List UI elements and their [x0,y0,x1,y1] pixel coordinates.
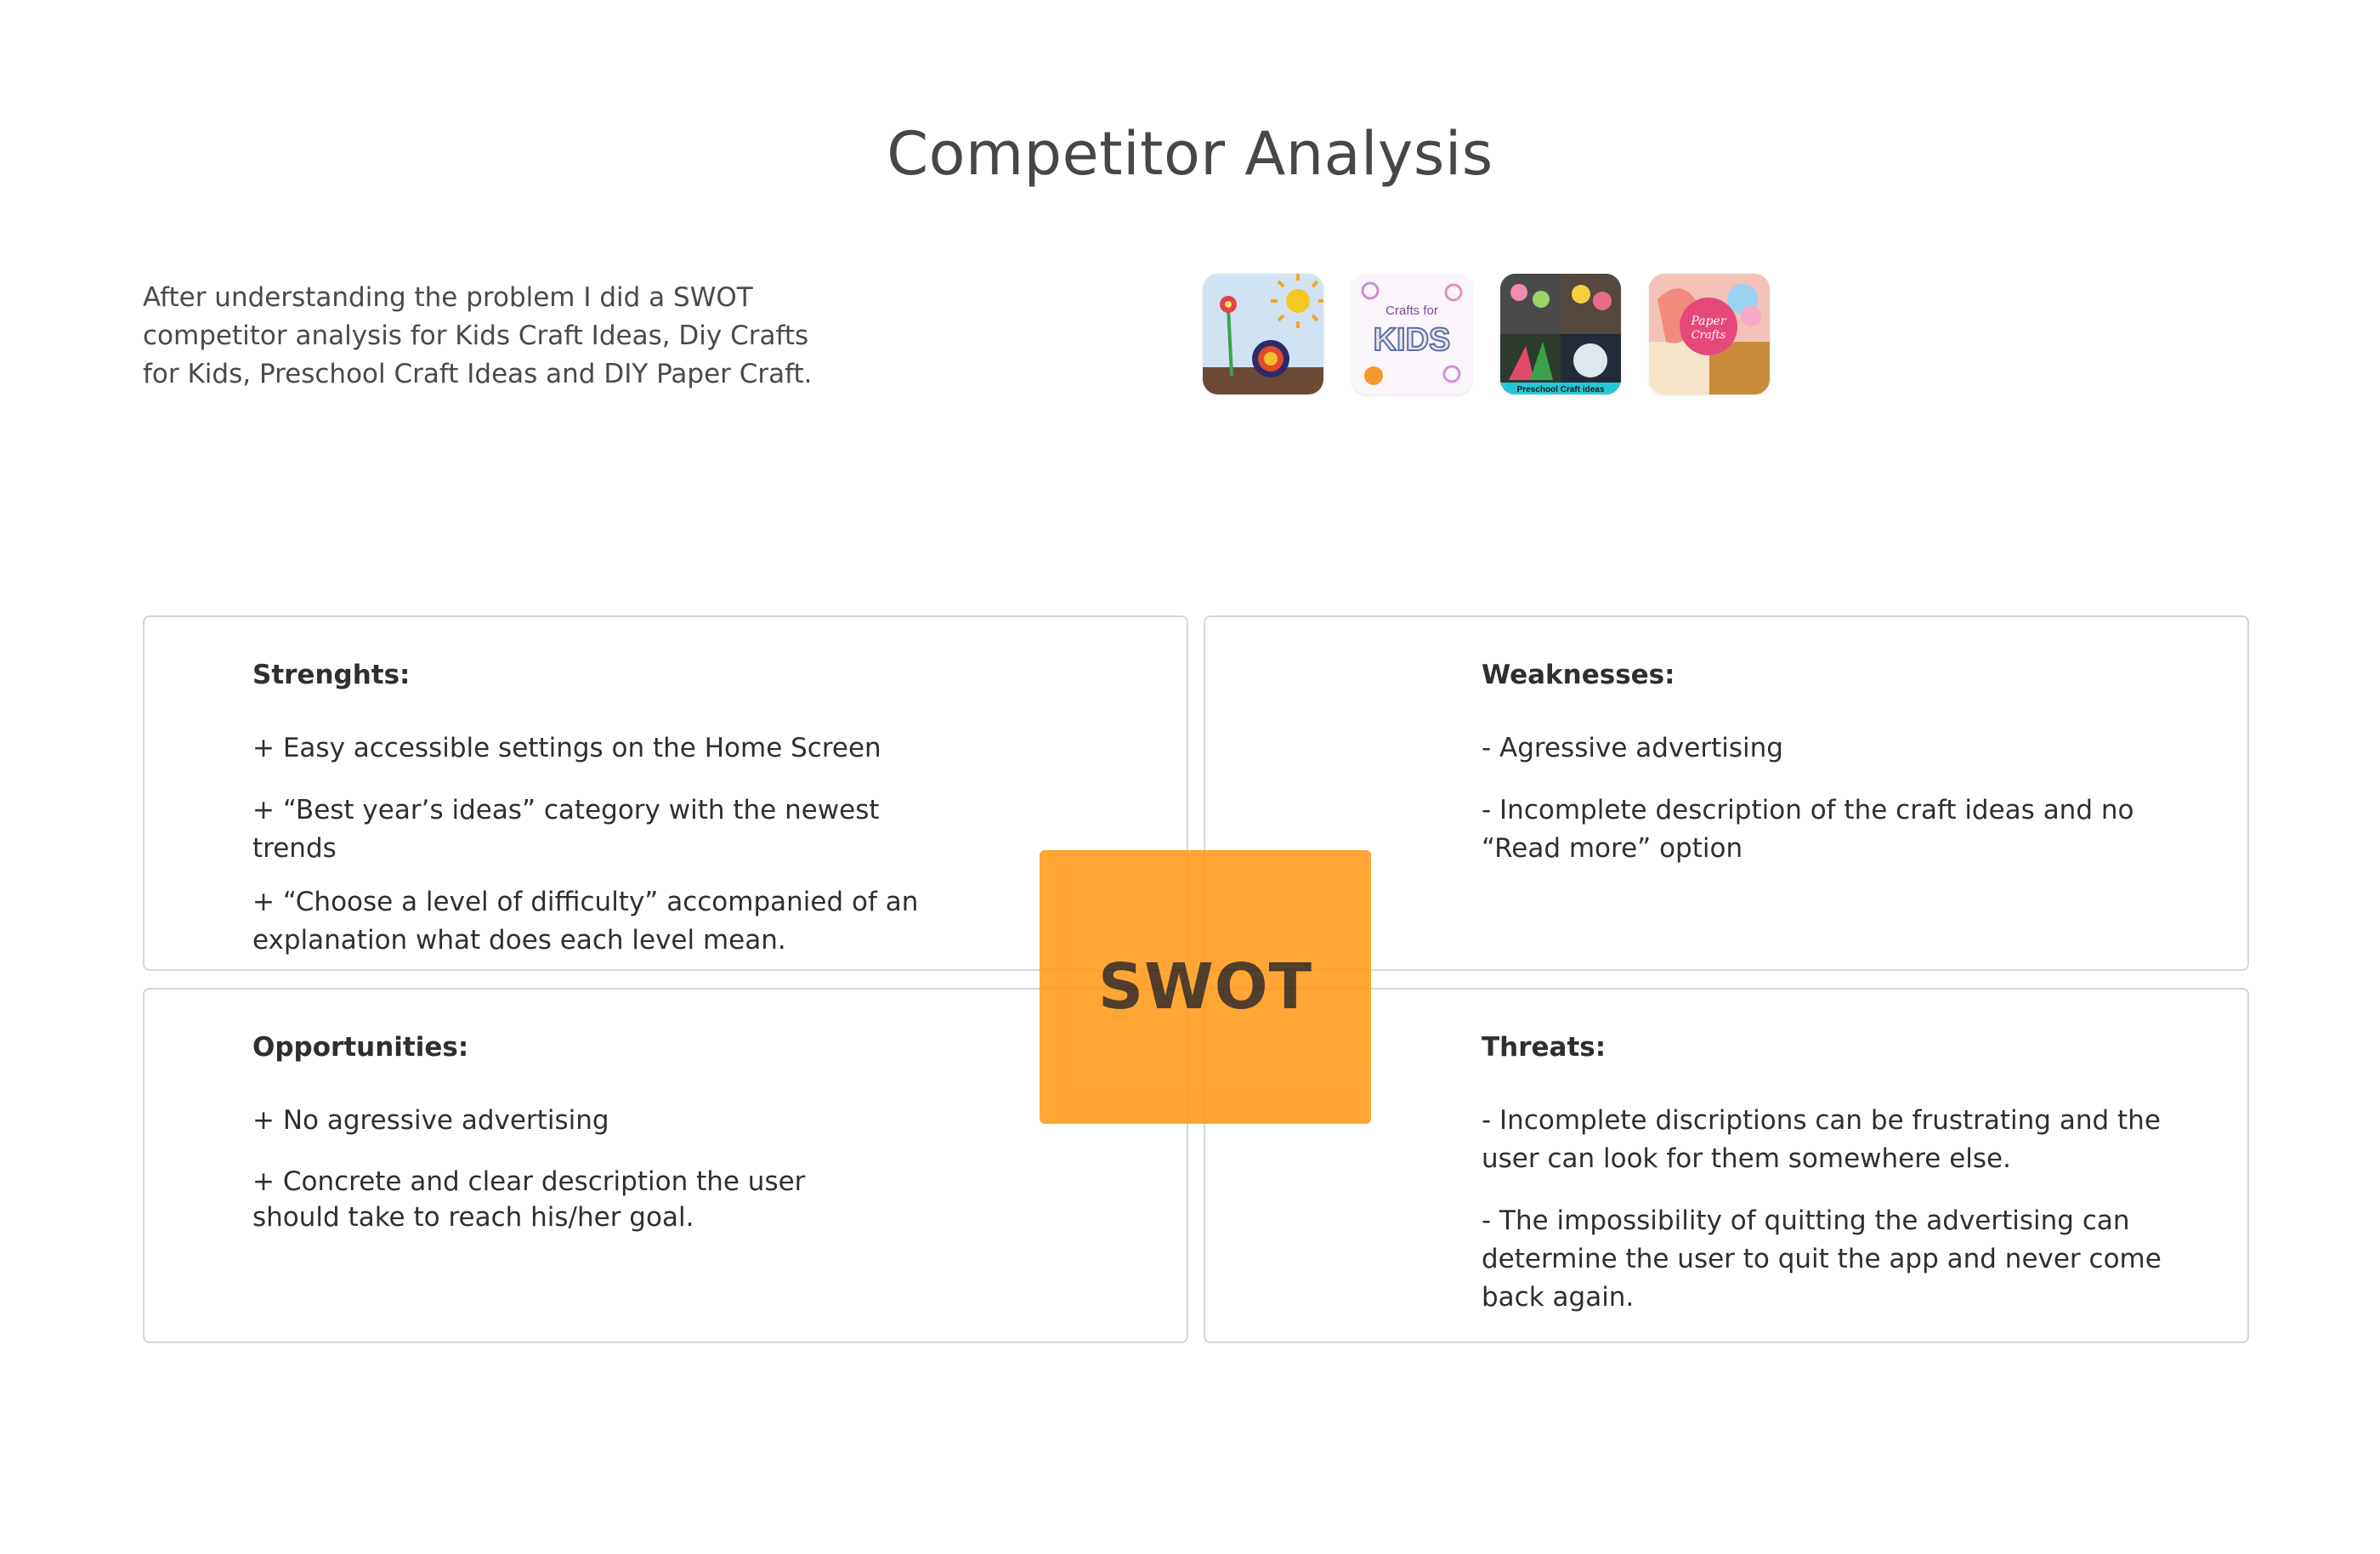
kids-craft-ideas-app-icon [1203,274,1323,394]
threat-item: - Incomplete discriptions can be frustra… [1482,1105,2161,1174]
threat-item: - The impossibility of quitting the adve… [1482,1205,2162,1313]
weakness-item: - Incomplete description of the craft id… [1482,795,2134,864]
diy-crafts-for-kids-app-icon: Crafts for KIDS [1352,274,1472,394]
app-icon-text: Crafts for [1386,303,1438,318]
threats-heading: Threats: [1482,1032,1606,1063]
app-icon-caption: Preschool Craft ideas [1517,385,1605,394]
app-icon-text: Crafts [1692,329,1726,342]
strength-item: + “Best year’s ideas” category with the … [252,795,880,864]
swot-label: SWOT [1097,950,1313,1024]
weakness-item: - Agressive advertising [1482,733,1783,763]
app-icon-text: KIDS [1374,322,1451,358]
weaknesses-panel: Weaknesses: - Agressive advertising - In… [1204,615,2249,971]
strengths-panel: Strenghts: + Easy accessible settings on… [143,615,1188,971]
preschool-craft-ideas-app-icon: Preschool Craft ideas [1500,274,1621,394]
strength-item: + “Choose a level of difficulty” accompa… [252,887,919,956]
competitor-app-icons: Crafts for KIDS Preschool Craft ideas [1203,274,1770,394]
strengths-heading: Strenghts: [252,660,411,690]
threats-panel: Threats: - Incomplete discriptions can b… [1204,988,2249,1343]
page-title: Competitor Analysis [887,119,1493,189]
opportunity-item: + No agressive advertising [252,1105,609,1136]
swot-center-badge: SWOT [1040,850,1371,1124]
opportunity-item: + Concrete and clear description the use… [252,1166,806,1233]
app-icon-text: Paper [1690,315,1726,328]
strength-item: + Easy accessible settings on the Home S… [252,733,881,763]
diy-paper-craft-app-icon: Paper Crafts [1649,274,1770,394]
opportunities-panel: Opportunities: + No agressive advertisin… [143,988,1188,1343]
intro-paragraph: After understanding the problem I did a … [143,282,813,389]
opportunities-heading: Opportunities: [252,1032,469,1063]
weaknesses-heading: Weaknesses: [1482,660,1675,690]
